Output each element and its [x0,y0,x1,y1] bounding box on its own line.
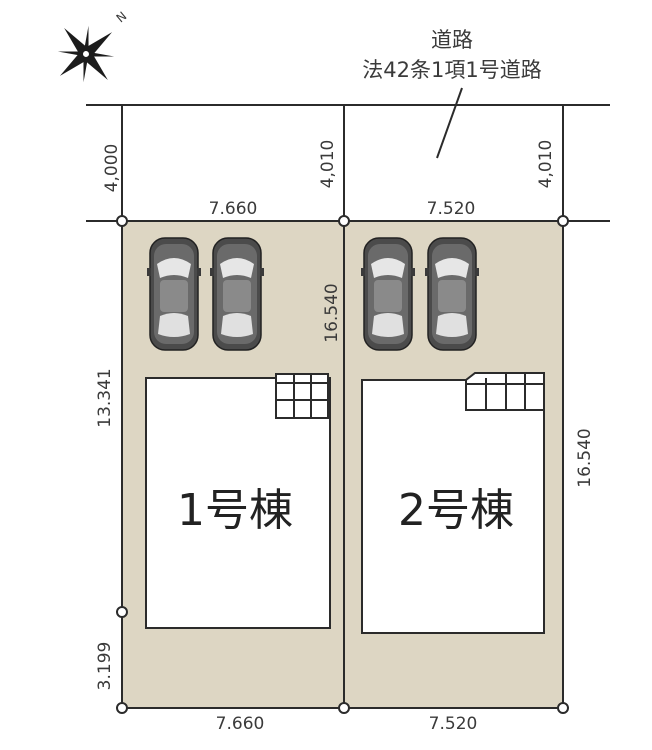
building-1-label: 1号棟 [177,485,293,536]
building-1 [145,377,331,629]
boundary-marker [557,215,569,227]
depth-shared: 16.540 [322,283,342,342]
car-icon [146,237,202,351]
rear-lot-2: 7.520 [429,714,478,734]
frontage-lot-1: 7.660 [209,199,258,219]
building-2-balcony [465,372,545,411]
building-2-label: 2号棟 [398,485,514,536]
rear-lot-1: 7.660 [216,714,265,734]
depth-lot-2-right: 16.540 [575,428,595,487]
frontage-lot-2: 7.520 [427,199,476,219]
car-icon [209,237,265,351]
road-label-line2: 法42条1項1号道路 [362,58,541,82]
boundary-marker [116,702,128,714]
boundary-marker [116,215,128,227]
road-width-middle: 4,010 [318,140,338,189]
boundary-marker [338,215,350,227]
compass-star-icon [57,25,115,83]
car-icon [424,237,480,351]
building-1-balcony [275,373,329,419]
depth-lot-1-lower: 3.199 [95,642,115,691]
boundary-marker [338,702,350,714]
boundary-marker [557,702,569,714]
north-label: N [114,9,130,25]
boundary-marker [116,606,128,618]
road-leader-line [436,87,463,159]
car-icon [360,237,416,351]
boundary-markers [116,215,569,714]
road-width-right: 4,010 [536,140,556,189]
road-width-left: 4,000 [102,144,122,193]
road-label-line1: 道路 [431,28,473,52]
building-2 [361,379,545,634]
depth-lot-1-upper: 13.341 [95,368,115,427]
